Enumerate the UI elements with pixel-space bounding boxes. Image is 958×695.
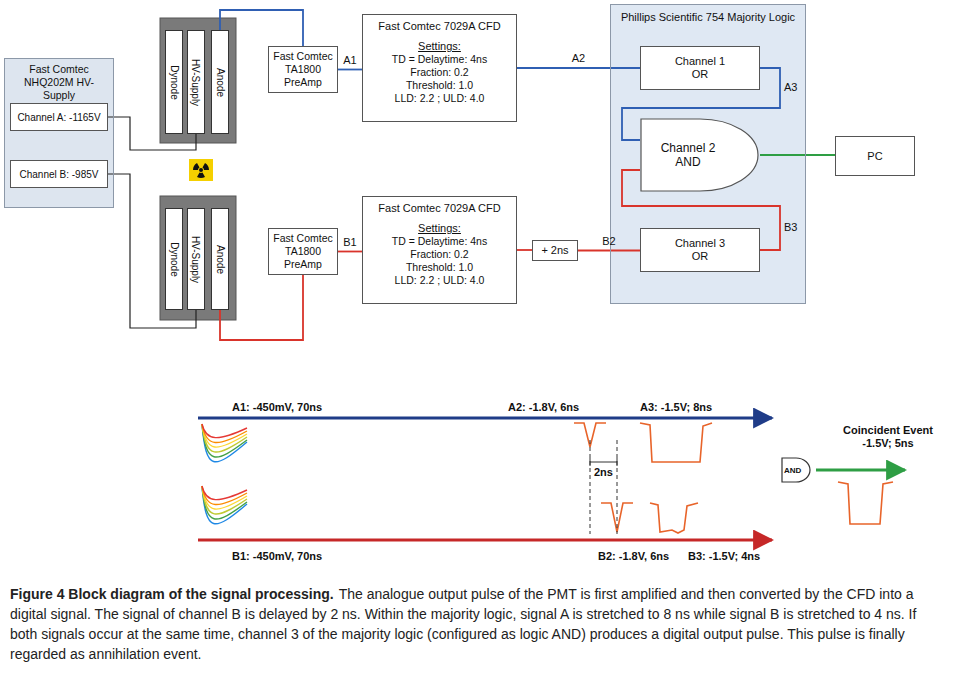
radiation-symbol	[199, 168, 203, 172]
pmt-terminal: HV-Supply	[187, 30, 205, 134]
radiation-symbol	[189, 159, 213, 181]
setting-text: Fraction: 0.2	[410, 248, 468, 261]
signal-wire	[517, 67, 640, 69]
signal-name: B3	[784, 221, 797, 234]
logic-channel-box: Channel 3 OR	[640, 228, 760, 272]
signal-wire	[220, 275, 303, 340]
pulse-trace	[574, 423, 893, 533]
signal-name: A1	[343, 54, 356, 67]
node-label: PC	[867, 150, 882, 163]
pmt-housing	[160, 196, 236, 320]
pc-box: PC	[835, 136, 915, 176]
pmt-terminal: HV-Supply	[187, 208, 205, 310]
signal-wire	[338, 251, 362, 253]
setting-text: Threshold: 1.0	[406, 79, 473, 92]
panel-fill	[610, 4, 806, 304]
setting-text: Settings:	[418, 222, 461, 235]
figure-title: Figure 4 Block diagram of the signal pro…	[10, 586, 334, 602]
delay-box: + 2ns	[532, 240, 578, 261]
signal-name: A3	[784, 81, 797, 94]
radiation-symbol	[203, 163, 210, 170]
signal-wire	[578, 250, 640, 252]
signal-annotation: 2ns	[594, 466, 613, 479]
channel-box: Channel A: -1165V	[10, 103, 108, 131]
cfd-box: Fast Comtec 7029A CFD Settings:TD = Delay…	[362, 14, 517, 122]
signal-wire	[517, 249, 532, 251]
persistence-trace	[202, 486, 247, 524]
preamp-box: Fast Comtec TA1800 PreAmp	[268, 228, 338, 275]
signal-annotation: AND	[784, 466, 801, 475]
setting-text: Threshold: 1.0	[406, 261, 473, 274]
signal-annotation: B3: -1.5V; 4ns	[688, 550, 760, 563]
node-label: Channel A: -1165V	[17, 111, 100, 124]
node-label: Dynode	[168, 242, 181, 276]
and-gate: Channel 2 AND	[640, 118, 760, 192]
figure-caption: Figure 4 Block diagram of the signal pro…	[10, 584, 946, 664]
cfd-box: Fast Comtec 7029A CFD Settings:TD = Delay…	[362, 196, 517, 304]
node-label: Channel B: -985V	[20, 168, 99, 181]
node-label: Fast Comtec TA1800 PreAmp	[272, 50, 334, 89]
node-label: + 2ns	[541, 244, 568, 257]
panel-fills	[4, 4, 806, 304]
signal-wire	[760, 154, 835, 156]
node-label: Fast Comtec 7029A CFD	[378, 20, 500, 33]
and-gate-symbol	[782, 458, 810, 482]
signal-annotation: A1: -450mV, 70ns	[232, 401, 322, 414]
logic-channel-box: Channel 1 OR	[640, 46, 760, 90]
node-label: Phillips Scientific 754 Majority Logic	[617, 11, 799, 24]
setting-text: Fraction: 0.2	[410, 66, 468, 79]
setting-text: Settings:	[418, 40, 461, 53]
radiation-symbol	[197, 173, 205, 178]
signal-annotation: B2: -1.8V, 6ns	[598, 550, 669, 563]
setting-text: TD = Delaytime: 4ns	[392, 235, 487, 248]
pmt-terminal: Dynode	[165, 208, 183, 310]
node-label: Fast Comtec NHQ202M HV-Supply	[8, 63, 110, 102]
pmt-terminal: Dynode	[165, 30, 183, 134]
node-label: Anode	[214, 245, 227, 274]
persistence-trace	[200, 422, 248, 472]
node-label: Channel 2 AND	[659, 141, 717, 169]
signal-name: A2	[572, 52, 585, 65]
channel-box: Channel B: -985V	[10, 160, 108, 188]
node-label: Channel 3 OR	[671, 237, 729, 263]
pmt-terminal: Anode	[211, 208, 229, 310]
time-axis	[198, 417, 772, 420]
setting-text: LLD: 2.2 ; ULD: 4.0	[395, 274, 485, 287]
signal-name: B2	[602, 235, 615, 248]
signal-annotation: B1: -450mV, 70ns	[232, 550, 322, 563]
signal-name: B1	[343, 236, 356, 249]
signal-wire	[220, 10, 303, 46]
signal-annotation: A2: -1.8V, 6ns	[508, 401, 579, 414]
preamp-box: Fast Comtec TA1800 PreAmp	[268, 46, 338, 93]
radiation-symbol	[193, 163, 200, 170]
node-label: Dynode	[168, 65, 181, 99]
logic-panel: Phillips Scientific 754 Majority LogicCh…	[610, 4, 806, 304]
pmt-housing	[160, 18, 236, 143]
node-label: Fast Comtec TA1800 PreAmp	[272, 232, 334, 271]
pmt-terminal: Anode	[211, 30, 229, 134]
node-label: HV-Supply	[190, 58, 203, 105]
gate-outline	[641, 119, 758, 191]
node-label: Anode	[214, 68, 227, 97]
signal-wire	[338, 69, 362, 71]
signal-annotation: Coincident Event -1.5V; 5ns	[836, 424, 940, 450]
setting-text: LLD: 2.2 ; ULD: 4.0	[395, 92, 485, 105]
time-axis	[198, 539, 772, 542]
signal-wire	[108, 174, 196, 328]
node-label: Fast Comtec 7029A CFD	[378, 202, 500, 215]
node-label: HV-Supply	[190, 235, 203, 282]
panel-fill	[4, 58, 114, 208]
signal-annotation: A3: -1.5V; 8ns	[640, 401, 712, 414]
setting-text: TD = Delaytime: 4ns	[392, 53, 487, 66]
supply-panel: Fast Comtec NHQ202M HV-SupplyChannel A: …	[4, 58, 114, 208]
node-label: Channel 1 OR	[671, 55, 729, 81]
delay-marker	[590, 440, 617, 534]
output-arrow	[816, 469, 905, 472]
